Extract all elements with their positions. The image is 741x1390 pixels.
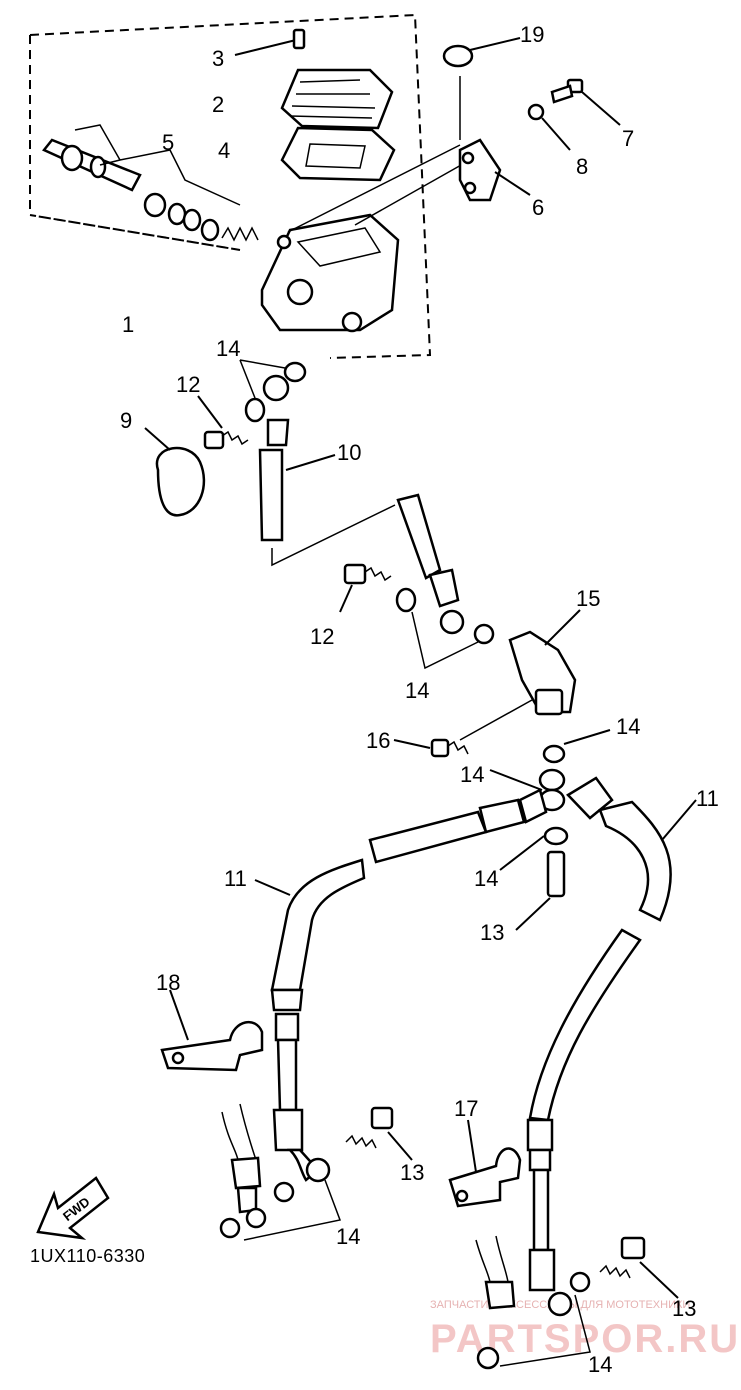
joint-part-15 <box>459 609 581 741</box>
washers-part-14-upper <box>239 359 307 423</box>
washer-part-8 <box>527 103 571 151</box>
brake-hose-part-11-left <box>254 798 526 1183</box>
caliper-connection-right <box>475 1235 591 1370</box>
diagram-code: 1UX110-6330 <box>30 1246 145 1266</box>
callout-14-joint-mid: 14 <box>460 762 484 787</box>
callout-3: 3 <box>212 46 224 71</box>
callout-13-left: 13 <box>400 1160 424 1185</box>
callout-labels: 3 2 4 5 1 19 7 8 6 14 12 9 10 12 14 15 1… <box>120 22 719 1377</box>
forward-arrow-icon: FWD <box>36 1176 110 1240</box>
union-bolt-part-13-left <box>345 1106 413 1161</box>
callout-14-bottom-right: 14 <box>588 1352 612 1377</box>
piston-kit-part-5 <box>42 124 259 242</box>
clamp-part-18 <box>160 989 264 1072</box>
callout-6: 6 <box>532 195 544 220</box>
callout-12-middle: 12 <box>310 624 334 649</box>
callout-11-left: 11 <box>224 866 247 891</box>
callout-2: 2 <box>212 92 224 117</box>
clamp-part-17 <box>448 1119 522 1208</box>
callout-14-joint-top: 14 <box>616 714 640 739</box>
bolt-part-7 <box>550 78 621 126</box>
callout-12-upper: 12 <box>176 372 200 397</box>
callout-7: 7 <box>622 126 634 151</box>
holder-part-6 <box>458 138 531 202</box>
callout-19: 19 <box>520 22 544 47</box>
master-cylinder-body <box>260 144 471 333</box>
union-bolt-part-12-middle <box>339 563 392 613</box>
callout-9: 9 <box>120 408 132 433</box>
union-bolt-part-12-upper <box>197 395 249 450</box>
brake-hose-part-11-right <box>526 799 697 1317</box>
brake-hose-part-10 <box>258 374 465 635</box>
callout-17: 17 <box>454 1096 478 1121</box>
plug-part-19 <box>442 37 521 140</box>
callout-16: 16 <box>366 728 390 753</box>
callout-13-joint: 13 <box>480 920 504 945</box>
callout-8: 8 <box>576 154 588 179</box>
callout-10: 10 <box>337 440 361 465</box>
callout-13-right: 13 <box>672 1296 696 1321</box>
watermark-logo: PARTSPOR.RU <box>430 1317 740 1361</box>
callout-15: 15 <box>576 586 600 611</box>
bolt-part-16 <box>393 738 469 758</box>
callout-14-joint-low: 14 <box>474 866 498 891</box>
callout-14-top: 14 <box>216 336 240 361</box>
union-bolt-part-13-right <box>599 1236 679 1299</box>
callout-14-middle: 14 <box>405 678 429 703</box>
callout-1: 1 <box>122 312 134 337</box>
three-way-joint <box>489 729 614 931</box>
screw-part-3 <box>234 28 306 56</box>
diaphragm-part-4 <box>280 126 396 182</box>
caliper-connection-left <box>219 1103 342 1241</box>
callout-4: 4 <box>218 138 230 163</box>
callout-14-bottom-left: 14 <box>336 1224 360 1249</box>
cover-part-9 <box>144 427 206 517</box>
callout-11-right: 11 <box>696 786 719 811</box>
callout-5: 5 <box>162 130 174 155</box>
callout-18: 18 <box>156 970 180 995</box>
assembly-boundary <box>29 13 432 359</box>
reservoir-cap-part-2 <box>280 68 394 130</box>
washers-part-14-middle <box>395 587 495 670</box>
